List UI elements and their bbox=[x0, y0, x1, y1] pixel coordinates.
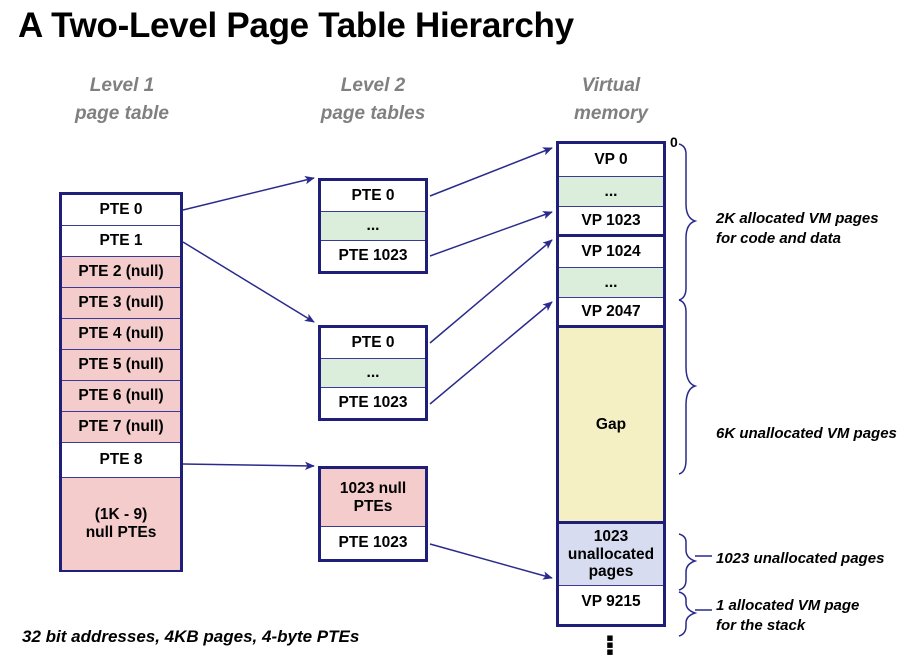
virtual-memory-column: VP 0 ... VP 1023 VP 1024 ... VP 2047 Gap… bbox=[556, 141, 666, 627]
vm-entry-ellipsis-2[interactable]: ... bbox=[559, 268, 663, 298]
level2-c-entry-1[interactable]: PTE 1023 bbox=[321, 527, 425, 559]
arrow-l2c-pte1023-to-vp9215 bbox=[429, 543, 553, 580]
level2-c-entry-0[interactable]: 1023 null PTEs bbox=[321, 469, 425, 527]
vm-entry-vp1024[interactable]: VP 1024 bbox=[559, 237, 663, 268]
level2-c-entry-0-label: 1023 null PTEs bbox=[339, 479, 407, 515]
footer-note: 32 bit addresses, 4KB pages, 4-byte PTEs bbox=[22, 627, 360, 646]
annotation-unallocated-6k: 6K unallocated VM pages bbox=[716, 425, 897, 442]
brace-unallocated-6k bbox=[678, 299, 698, 475]
column-heading-level2: Level 2 page tables bbox=[320, 75, 426, 124]
annotation-unallocated-1023: 1023 unallocated pages bbox=[716, 550, 885, 567]
brace-allocated-code-data bbox=[678, 143, 698, 301]
vm-entry-gap[interactable]: Gap bbox=[559, 328, 663, 524]
level1-entry-7[interactable]: PTE 7 (null) bbox=[62, 412, 180, 443]
arrow-l2a-pte1023-to-vp1023 bbox=[429, 211, 553, 257]
annotation-stack-page: 1 allocated VM page for the stack bbox=[716, 597, 860, 635]
vm-entry-vp9215[interactable]: VP 9215 bbox=[559, 586, 663, 618]
level1-entry-0[interactable]: PTE 0 bbox=[62, 195, 180, 226]
level1-entry-6[interactable]: PTE 6 (null) bbox=[62, 381, 180, 412]
vm-entry-vp2047[interactable]: VP 2047 bbox=[559, 298, 663, 328]
brace-stack-page bbox=[678, 591, 698, 637]
level2-page-table-c: 1023 null PTEs PTE 1023 bbox=[318, 466, 428, 562]
vm-entry-unallocated[interactable]: 1023 unallocated pages bbox=[559, 524, 663, 586]
level1-entry-2[interactable]: PTE 2 (null) bbox=[62, 257, 180, 288]
arrow-l2a-pte0-to-vp0 bbox=[429, 147, 553, 197]
level1-entry-9[interactable]: (1K - 9) null PTEs bbox=[62, 478, 180, 570]
level2-a-entry-2[interactable]: PTE 1023 bbox=[321, 241, 425, 271]
level1-entry-1[interactable]: PTE 1 bbox=[62, 226, 180, 257]
level2-page-table-b: PTE 0 ... PTE 1023 bbox=[318, 325, 428, 421]
level2-page-table-a: PTE 0 ... PTE 1023 bbox=[318, 178, 428, 274]
level2-b-entry-2[interactable]: PTE 1023 bbox=[321, 388, 425, 418]
level2-a-entry-1[interactable]: ... bbox=[321, 212, 425, 241]
brace-unallocated-1023 bbox=[678, 533, 698, 591]
level2-a-entry-0[interactable]: PTE 0 bbox=[321, 181, 425, 212]
arrow-l2b-pte0-to-vp1024 bbox=[429, 239, 553, 344]
level2-b-entry-0[interactable]: PTE 0 bbox=[321, 328, 425, 359]
level1-entry-3[interactable]: PTE 3 (null) bbox=[62, 288, 180, 319]
level1-entry-9-label: (1K - 9) null PTEs bbox=[85, 506, 157, 541]
column-heading-vm: Virtual memory bbox=[574, 75, 648, 124]
vm-entry-vp1023[interactable]: VP 1023 bbox=[559, 207, 663, 237]
arrow-pte1-to-l2b bbox=[182, 241, 315, 323]
vm-entry-unallocated-label: 1023 unallocated pages bbox=[567, 527, 655, 581]
level1-entry-8[interactable]: PTE 8 bbox=[62, 443, 180, 478]
column-heading-level1: Level 1 page table bbox=[75, 75, 169, 124]
level1-page-table: PTE 0 PTE 1 PTE 2 (null) PTE 3 (null) PT… bbox=[59, 192, 183, 572]
level1-entry-5[interactable]: PTE 5 (null) bbox=[62, 350, 180, 381]
page-title: A Two-Level Page Table Hierarchy bbox=[18, 6, 574, 45]
vm-entry-vp0[interactable]: VP 0 bbox=[559, 144, 663, 177]
annotation-allocated-code-data: 2K allocated VM pages for code and data bbox=[716, 210, 879, 248]
level1-entry-4[interactable]: PTE 4 (null) bbox=[62, 319, 180, 350]
vm-entry-ellipsis-1[interactable]: ... bbox=[559, 177, 663, 207]
level2-b-entry-1[interactable]: ... bbox=[321, 359, 425, 388]
arrow-pte8-to-l2c bbox=[182, 461, 315, 471]
arrow-pte0-to-l2a bbox=[182, 176, 315, 211]
vm-start-address-label: 0 bbox=[670, 134, 678, 150]
arrow-l2b-pte1023-to-vp2047 bbox=[429, 301, 553, 405]
vm-continuation-dots: ▪▪▪ bbox=[606, 625, 614, 664]
